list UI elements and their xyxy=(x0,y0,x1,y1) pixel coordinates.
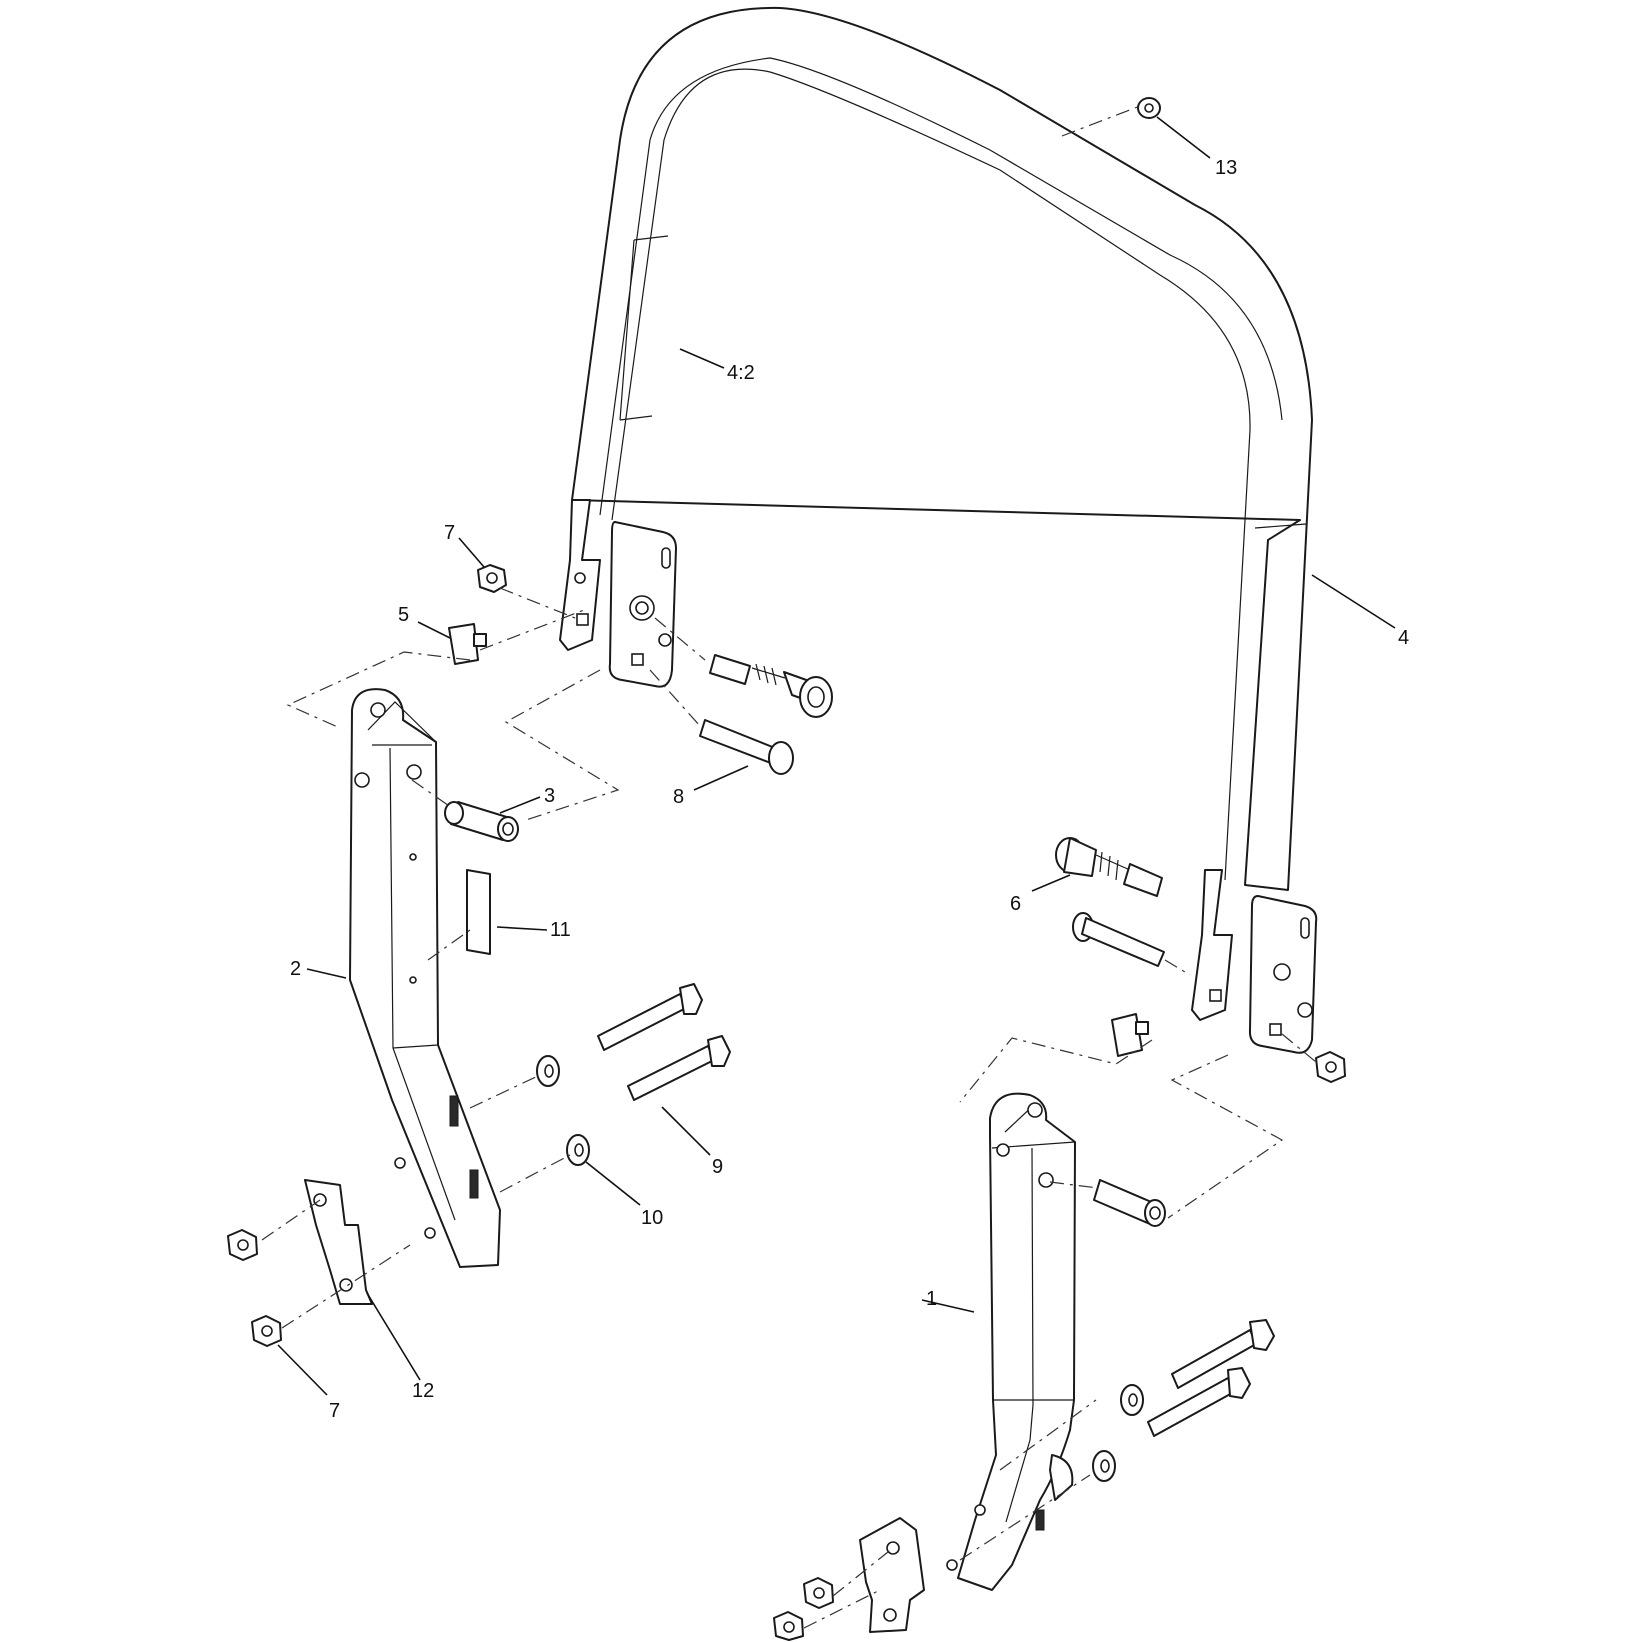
callout-1: 1 xyxy=(926,1288,938,1310)
callout-8: 8 xyxy=(673,786,685,808)
callout-6: 6 xyxy=(1010,893,1022,915)
decal-part-12 xyxy=(466,869,491,955)
clevis-pin-right xyxy=(1072,912,1165,967)
spacer-right xyxy=(1093,1179,1166,1227)
spring-pin-upper xyxy=(709,654,833,718)
flange-nut-right-1 xyxy=(803,1577,834,1609)
callout-4-2: 4:2 xyxy=(727,362,755,384)
flange-nut-left-1 xyxy=(227,1229,258,1261)
flange-nut-top-left xyxy=(477,564,507,593)
bolt-right-lower xyxy=(1147,1367,1251,1437)
cap-part-11 xyxy=(1137,97,1161,119)
rollbar-hoop xyxy=(559,6,1318,1054)
callout-11: 13 xyxy=(1215,157,1238,179)
callout-13: 12 xyxy=(412,1380,435,1402)
bolt-part-9 xyxy=(627,1035,731,1101)
callout-10: 10 xyxy=(641,1207,664,1229)
flange-nut-right-2 xyxy=(773,1611,804,1641)
callout-7-top: 7 xyxy=(444,522,456,544)
bolt-left-upper xyxy=(597,983,703,1051)
callout-12: 11 xyxy=(550,919,571,941)
flange-nut-right-plate xyxy=(1315,1051,1346,1083)
bolt-right-upper xyxy=(1171,1319,1275,1389)
knob-right xyxy=(1111,1013,1149,1057)
right-upright-part-1 xyxy=(946,1092,1076,1591)
clevis-pin-part-8 xyxy=(699,719,794,775)
callout-5: 5 xyxy=(398,604,410,626)
callout-4: 4 xyxy=(1398,627,1410,649)
spring-pin-part-6 xyxy=(1055,837,1163,897)
left-upright-part-2 xyxy=(349,688,501,1268)
callout-2: 2 xyxy=(290,958,302,980)
backing-plate-right xyxy=(859,1517,925,1633)
flange-nut-part-7 xyxy=(251,1315,282,1347)
assembly-lines xyxy=(261,105,1317,1629)
spacer-part-3 xyxy=(444,801,519,842)
callout-3: 3 xyxy=(544,785,556,807)
washer-part-10 xyxy=(566,1134,590,1166)
callout-9: 9 xyxy=(712,1156,724,1178)
callout-7-bottom: 7 xyxy=(329,1400,341,1422)
washer-right-lower xyxy=(1092,1450,1116,1482)
callout-leaders xyxy=(277,116,1396,1396)
knob-part-5 xyxy=(448,623,487,665)
washer-left-upper xyxy=(536,1055,560,1087)
washer-right-upper xyxy=(1120,1384,1144,1416)
